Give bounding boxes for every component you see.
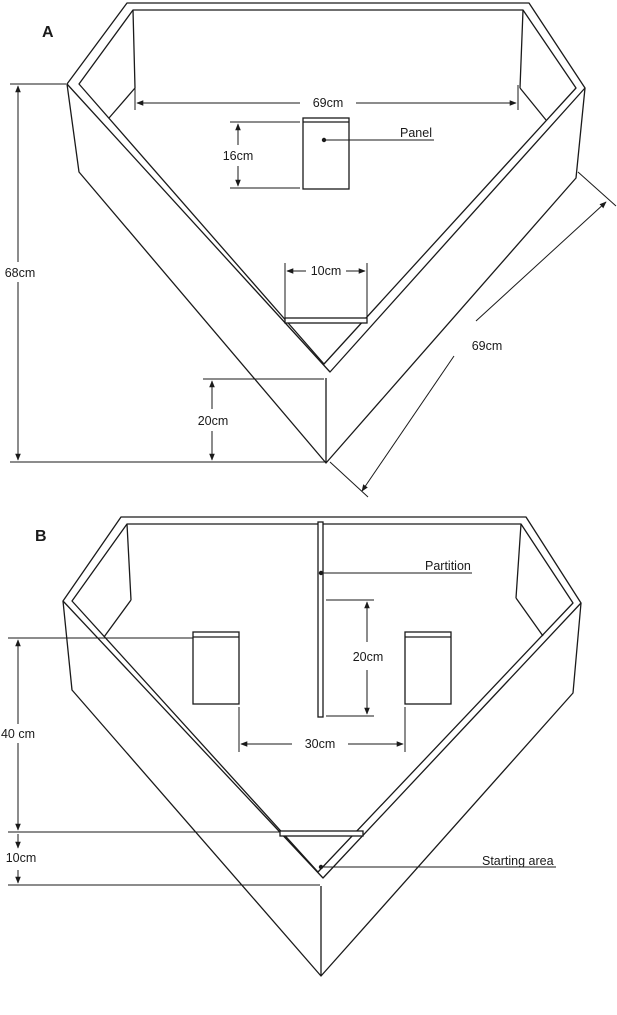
b-distance-dimension: 40 cm <box>1 637 280 833</box>
b-panel-spacing-dimension: 30cm <box>238 707 406 752</box>
diagram-b: B Partition 20cm <box>1 516 582 977</box>
a-inner-rim <box>78 9 577 365</box>
a-panel <box>302 117 350 190</box>
b-start-bar <box>279 830 364 837</box>
a-back-walls <box>108 9 547 121</box>
b-partition-label: Partition <box>425 559 471 573</box>
panel-a-letter: A <box>42 24 54 41</box>
b-panel-spacing-label: 30cm <box>305 737 336 751</box>
a-wall-height-label: 20cm <box>198 414 229 428</box>
b-partition-height-label: 20cm <box>353 650 384 664</box>
a-panel-height-dimension: 16cm <box>223 121 300 189</box>
a-side-label: 69cm <box>472 339 503 353</box>
a-outer-rim <box>66 2 586 373</box>
b-partition-callout: Partition <box>318 559 472 576</box>
a-width-dimension: 69cm <box>134 85 519 110</box>
a-panel-callout: Panel <box>321 126 434 143</box>
b-left-panel <box>192 631 240 705</box>
b-right-panel <box>404 631 452 705</box>
a-panel-height-label: 16cm <box>223 149 254 163</box>
b-start-label: Starting area <box>482 854 554 868</box>
b-distance-label: 40 cm <box>1 727 35 741</box>
a-side-dimension: 69cm <box>329 171 617 498</box>
a-gap-label: 10cm <box>311 264 342 278</box>
a-height-label: 68cm <box>5 266 36 280</box>
a-panel-label: Panel <box>400 126 432 140</box>
a-width-label: 69cm <box>313 96 344 110</box>
a-gap-dimension: 10cm <box>284 263 368 318</box>
b-partition-height-dimension: 20cm <box>326 599 384 717</box>
a-height-dimension: 68cm <box>5 83 326 463</box>
a-start-bar <box>284 317 368 324</box>
b-partition <box>317 521 324 718</box>
b-start-depth-dimension: 10cm <box>6 834 320 886</box>
b-start-callout: Starting area <box>318 854 556 870</box>
b-inner-rim <box>71 523 574 873</box>
a-outer-skirt <box>66 83 586 464</box>
b-outer-skirt <box>62 600 582 977</box>
b-start-depth-label: 10cm <box>6 851 37 865</box>
panel-b-letter: B <box>35 528 47 545</box>
diagram-a: A 69cm 16cm <box>5 2 617 498</box>
a-wall-height-dimension: 20cm <box>198 378 324 461</box>
b-back-walls <box>103 523 544 638</box>
